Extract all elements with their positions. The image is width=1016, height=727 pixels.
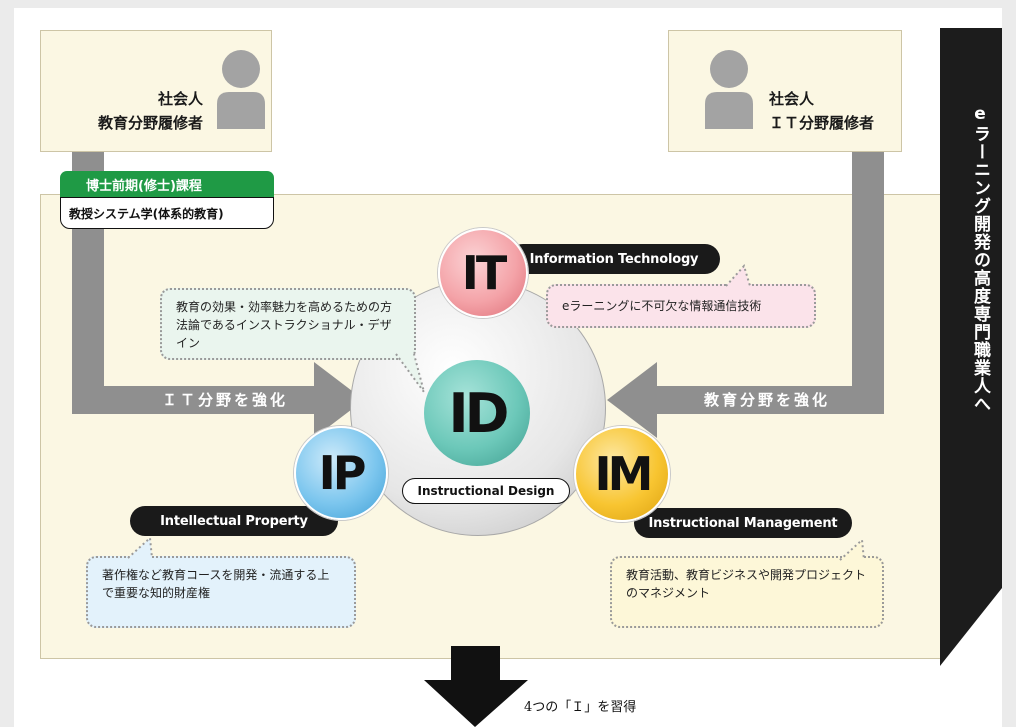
id-pill: Instructional Design xyxy=(402,478,570,504)
it-bubble-tail xyxy=(725,264,751,287)
person-icon xyxy=(217,50,265,129)
right-arrow-label: 教育分野を強化 xyxy=(704,391,831,409)
person-icon xyxy=(705,50,753,129)
im-description-bubble: 教育活動、教育ビジネスや開発プロジェクトのマネジメント xyxy=(610,556,884,628)
bottom-label: 4つの「Ｉ」を習得 xyxy=(524,700,637,715)
ip-bubble-tail xyxy=(127,536,153,559)
id-circle: ID xyxy=(424,360,530,466)
right-arrow-shape xyxy=(607,148,884,438)
right-person-line1: 社会人 xyxy=(769,90,815,108)
id-bubble-tail xyxy=(395,353,425,393)
it-circle-text: IT xyxy=(461,246,507,300)
right-person-line2: ＩＴ分野履修者 xyxy=(769,114,875,132)
it-description-bubble: eラーニングに不可欠な情報通信技術 xyxy=(546,284,816,328)
im-circle-text: IM xyxy=(594,447,654,501)
im-bubble-tail xyxy=(839,538,865,561)
left-arrow-shape xyxy=(72,230,364,438)
left-person-line2: 教育分野履修者 xyxy=(97,114,203,132)
ip-circle-text: IP xyxy=(318,446,367,500)
left-arrow-label: ＩＴ分野を強化 xyxy=(162,391,289,409)
left-person-text: 社会人 教育分野履修者 xyxy=(63,87,203,135)
right-person-text: 社会人 ＩＴ分野履修者 xyxy=(769,87,874,135)
id-circle-text: ID xyxy=(448,381,510,445)
im-pill: Instructional Management xyxy=(634,508,852,538)
down-arrow-shape xyxy=(424,646,528,727)
side-banner-shape xyxy=(940,28,1002,666)
id-description-bubble: 教育の効果・効率魅力を高めるための方法論であるインストラクショナル・デザイン xyxy=(160,288,416,360)
left-person-box: 社会人 教育分野履修者 xyxy=(40,30,272,152)
diagram-canvas: 社会人 教育分野履修者 社会人 ＩＴ分野履修者 博士前期(修士)課程 教授システ… xyxy=(14,8,1002,727)
it-pill: Information Technology xyxy=(508,244,720,274)
ip-circle: IP xyxy=(294,426,388,520)
ip-pill: Intellectual Property xyxy=(130,506,338,536)
im-circle: IM xyxy=(574,426,670,522)
course-green-label: 博士前期(修士)課程 xyxy=(60,171,274,197)
course-white-label: 教授システム学(体系的教育) xyxy=(60,197,274,229)
it-circle: IT xyxy=(438,228,528,318)
right-person-box: 社会人 ＩＴ分野履修者 xyxy=(668,30,902,152)
left-person-line1: 社会人 xyxy=(157,90,203,108)
ip-description-bubble: 著作権など教育コースを開発・流通する上で重要な知的財産権 xyxy=(86,556,356,628)
side-banner-text: eラーニング開発の高度専門職業人へ xyxy=(970,104,990,413)
